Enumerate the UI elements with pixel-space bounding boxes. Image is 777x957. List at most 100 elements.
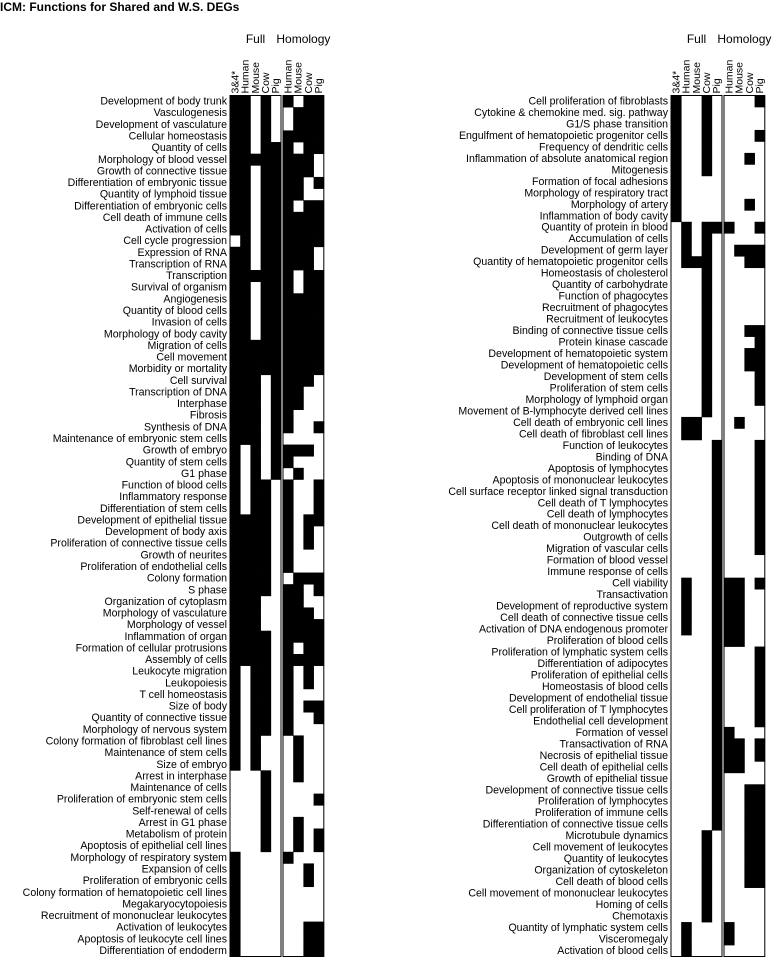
- heatmap-cell: [293, 304, 304, 317]
- heatmap-cell: [303, 304, 314, 317]
- heatmap-cell: [303, 235, 314, 248]
- heatmap-cell: [270, 467, 282, 480]
- row-label: Morphology of nervous system: [83, 724, 227, 736]
- row-label: Survival of organism: [131, 282, 227, 294]
- heatmap-cell: [230, 909, 241, 922]
- heatmap-cell: [303, 281, 314, 294]
- heatmap-cell: [260, 642, 272, 655]
- heatmap-cell: [230, 176, 241, 189]
- heatmap-cell: [283, 456, 294, 469]
- heatmap-cell: [283, 514, 294, 527]
- row-label: Morphology of lymphoid organ: [525, 394, 668, 406]
- row-label: Cell surface receptor linked signal tran…: [448, 486, 668, 498]
- heatmap-cell: [230, 374, 241, 387]
- column-label: Mouse: [691, 62, 703, 94]
- heatmap-cell: [711, 612, 723, 624]
- heatmap-cell: [701, 313, 713, 326]
- heatmap-cell: [250, 514, 261, 527]
- heatmap-cell: [313, 572, 325, 585]
- heatmap-cell: [270, 386, 282, 399]
- row-label: Formation of vessel: [576, 727, 668, 739]
- heatmap-cell: [270, 281, 282, 294]
- heatmap-cell: [313, 933, 325, 946]
- row-label: Morphology of body cavity: [104, 328, 228, 340]
- row-label: Morphology of respiratory tract: [524, 187, 668, 199]
- column-label: Pig: [754, 78, 766, 93]
- heatmap-cell: [711, 589, 723, 601]
- row-label: Self-renewal of cells: [132, 805, 227, 817]
- heatmap-cell: [303, 223, 314, 236]
- column-label: Pig: [313, 78, 325, 93]
- heatmap-cell: [230, 595, 241, 608]
- heatmap-cell: [250, 386, 261, 399]
- heatmap-cell: [260, 363, 272, 376]
- heatmap-cell: [250, 665, 261, 678]
- heatmap-cell: [724, 623, 735, 636]
- heatmap-cell: [250, 747, 261, 760]
- heatmap-cell: [734, 589, 745, 601]
- heatmap-cell: [270, 432, 282, 445]
- heatmap-cell: [230, 712, 241, 725]
- heatmap-cell: [270, 153, 282, 166]
- heatmap-cell: [711, 680, 723, 693]
- heatmap-cell: [283, 351, 294, 364]
- heatmap-cell: [681, 600, 692, 613]
- heatmap-cell: [754, 348, 766, 360]
- heatmap-cell: [293, 572, 304, 585]
- heatmap-cell: [754, 807, 766, 820]
- heatmap-cell: [303, 444, 314, 457]
- heatmap-cell: [701, 336, 713, 349]
- row-label: Morphology of vasculature: [103, 608, 227, 620]
- heatmap-cell: [240, 176, 251, 189]
- heatmap-cell: [283, 328, 294, 341]
- heatmap-cell: [230, 886, 241, 899]
- row-label: Cell viability: [612, 578, 669, 590]
- heatmap-cell: [240, 514, 251, 527]
- heatmap-cell: [313, 223, 325, 236]
- heatmap-cell: [283, 235, 294, 248]
- heatmap-cell: [293, 467, 304, 480]
- heatmap-cell: [240, 374, 251, 387]
- heatmap-cell: [681, 244, 692, 257]
- heatmap-cell: [250, 491, 261, 504]
- heatmap-cell: [260, 118, 272, 131]
- heatmap-cell: [734, 738, 745, 751]
- heatmap-cell: [260, 246, 272, 259]
- row-label: Morbidity or mortality: [129, 363, 228, 375]
- heatmap-cell: [250, 584, 261, 597]
- heatmap-cell: [671, 175, 682, 188]
- heatmap-cell: [250, 421, 261, 434]
- heatmap-cell: [303, 328, 314, 341]
- heatmap-cell: [293, 246, 304, 259]
- heatmap-cell: [230, 293, 241, 306]
- heatmap-cell: [744, 256, 755, 269]
- heatmap-cell: [303, 363, 314, 376]
- heatmap-cell: [270, 304, 282, 317]
- heatmap-cell: [270, 456, 282, 469]
- row-label: Metabolism of protein: [126, 829, 227, 841]
- heatmap-cell: [293, 398, 304, 410]
- heatmap-cell: [283, 665, 294, 678]
- heatmap-cell: [240, 118, 251, 131]
- heatmap-cell: [671, 187, 682, 200]
- row-label: Quantity of carbohydrate: [552, 279, 668, 291]
- heatmap-cell: [711, 600, 723, 613]
- heatmap-cell: [260, 176, 272, 189]
- heatmap-cell: [240, 142, 251, 155]
- heatmap-cell: [711, 485, 723, 498]
- row-label: Size of body: [169, 701, 228, 713]
- heatmap-cell: [283, 677, 294, 690]
- heatmap-cell: [313, 712, 325, 725]
- heatmap-cell: [270, 258, 282, 271]
- heatmap-cell: [230, 270, 241, 283]
- heatmap-cell: [230, 479, 241, 492]
- heatmap-cell: [724, 933, 735, 946]
- heatmap-cell: [230, 200, 241, 213]
- heatmap-cell: [681, 623, 692, 636]
- heatmap-cell: [671, 210, 682, 223]
- heatmap-cell: [711, 784, 723, 797]
- heatmap-cell: [671, 95, 682, 108]
- row-label: Inflammatory response: [119, 491, 227, 503]
- heatmap-cell: [313, 339, 325, 352]
- heatmap-cell: [260, 304, 272, 317]
